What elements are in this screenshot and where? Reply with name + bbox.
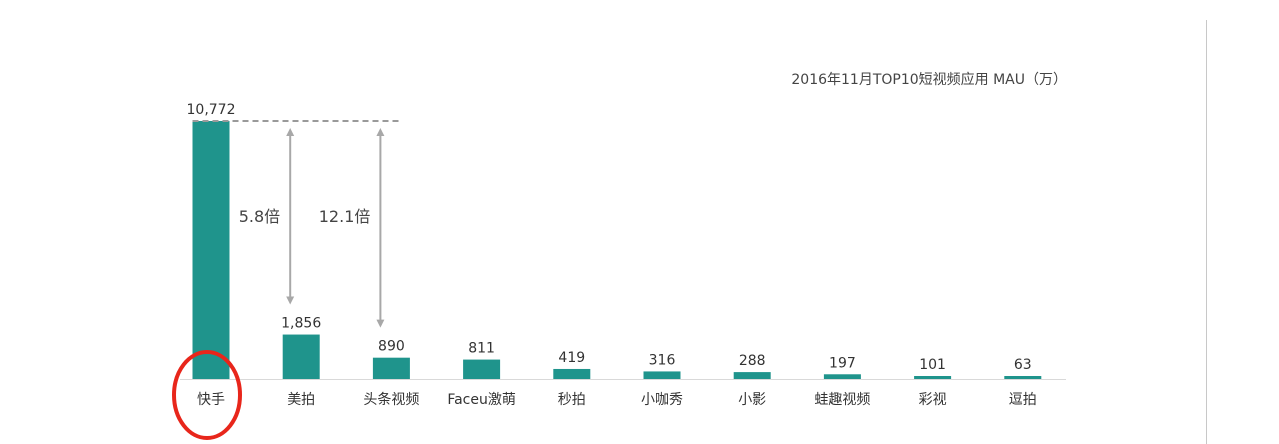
bar-9: [1004, 376, 1042, 379]
bar-4: [553, 368, 591, 379]
bar-7: [823, 374, 861, 379]
category-label-4: 秒拍: [558, 392, 586, 408]
ratio-label-1: 12.1倍: [319, 207, 371, 226]
bar-6: [733, 372, 771, 379]
ratio-arrow-head-down-1: [376, 319, 385, 328]
bar-0: [192, 121, 230, 379]
category-label-6: 小影: [738, 392, 766, 408]
highlight-circle: [172, 350, 242, 440]
category-label-3: Faceu激萌: [447, 391, 516, 408]
category-label-2: 头条视频: [363, 391, 419, 408]
chart-title: 2016年11月TOP10短视频应用 MAU（万）: [791, 71, 1067, 88]
category-label-7: 蛙趣视频: [814, 392, 870, 408]
ratio-arrow-head-down-0: [286, 296, 295, 305]
value-label-6: 288: [739, 353, 766, 369]
category-label-1: 美拍: [287, 392, 315, 408]
ratio-arrow-head-up-0: [286, 128, 295, 136]
value-label-3: 811: [468, 341, 495, 357]
category-label-0: 快手: [197, 392, 225, 408]
category-label-9: 逗拍: [1009, 392, 1037, 408]
value-label-8: 101: [919, 357, 946, 373]
bar-8: [914, 376, 952, 379]
bar-3: [463, 359, 501, 379]
value-label-0: 10,772: [187, 102, 236, 118]
value-label-2: 890: [378, 339, 405, 355]
value-label-1: 1,856: [281, 316, 321, 332]
bar-2: [372, 357, 410, 379]
value-label-4: 419: [558, 350, 585, 366]
value-label-9: 63: [1014, 357, 1032, 373]
value-label-5: 316: [649, 352, 676, 368]
category-label-8: 彩视: [919, 392, 947, 408]
ratio-arrow-head-up-1: [376, 128, 385, 136]
category-label-5: 小咖秀: [641, 392, 683, 408]
right-divider: [1206, 20, 1207, 444]
bar-5: [643, 371, 681, 379]
bar-1: [282, 334, 320, 379]
value-label-7: 197: [829, 355, 856, 371]
ratio-label-0: 5.8倍: [239, 207, 280, 226]
